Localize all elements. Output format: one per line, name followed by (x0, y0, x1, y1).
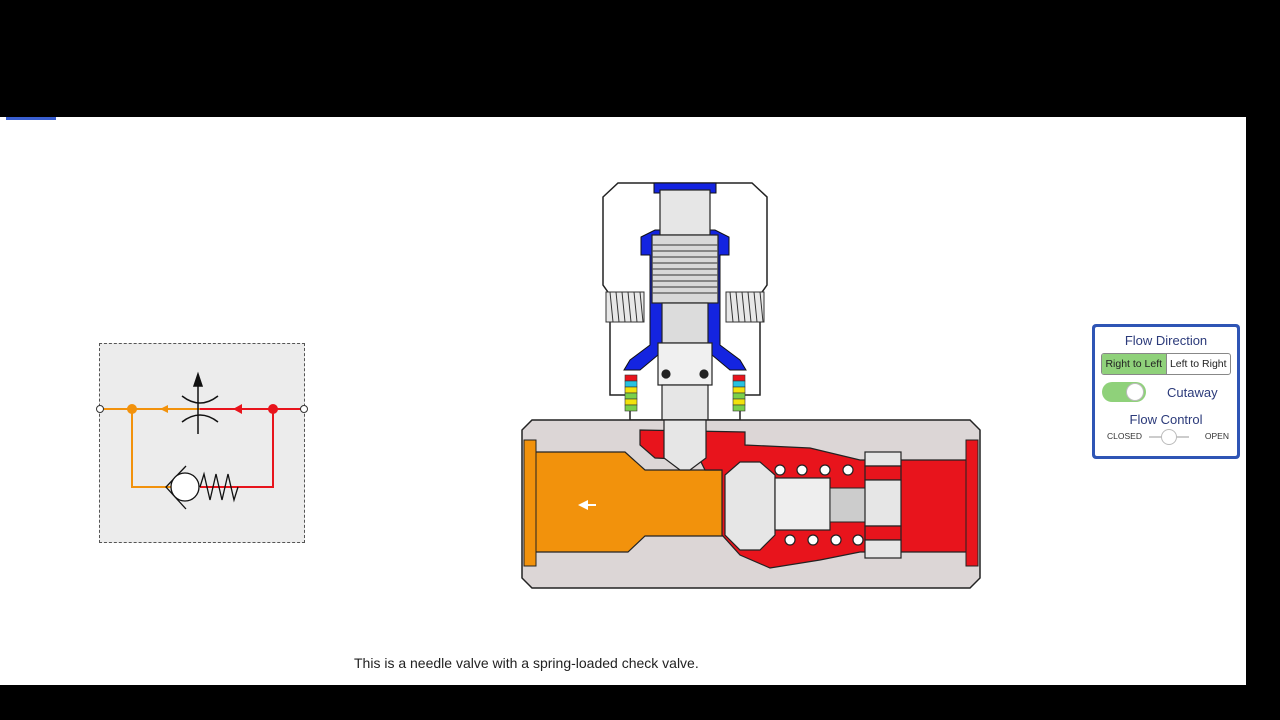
restrictor-symbol (181, 371, 219, 434)
needle-tip (663, 419, 707, 471)
flow-control-title: Flow Control (1129, 412, 1203, 427)
nut-threads (605, 291, 765, 323)
needle-stem (651, 189, 719, 421)
right-port-red (965, 439, 979, 567)
cutaway-label: Cutaway (1167, 385, 1218, 400)
left-to-right-button[interactable]: Left to Right (1165, 354, 1231, 374)
valve-cutaway (521, 182, 981, 589)
check-valve-symbol (165, 465, 239, 510)
cutaway-switch[interactable] (1102, 382, 1146, 402)
packing-rings (624, 374, 746, 412)
spring-guide (829, 487, 867, 523)
flow-direction-toggle: Right to Left Left to Right (1101, 353, 1231, 375)
spring-retainer (864, 451, 902, 559)
slider-max-label: OPEN (1204, 431, 1229, 441)
flow-direction-title: Flow Direction (1124, 333, 1208, 348)
check-poppet (724, 461, 776, 551)
check-spring (774, 464, 864, 546)
left-port-orange (523, 439, 537, 567)
cutaway-switch-knob (1126, 383, 1144, 401)
poppet-stem (774, 477, 831, 531)
tab-indicator (6, 117, 56, 120)
right-to-left-button[interactable]: Right to Left (1102, 354, 1166, 374)
slider-min-label: CLOSED (1107, 431, 1142, 441)
slider-thumb[interactable] (1161, 429, 1177, 445)
flow-control-slider[interactable]: CLOSED OPEN (1103, 429, 1231, 445)
schematic-symbol (96, 343, 308, 543)
description-caption: This is a needle valve with a spring-loa… (354, 655, 699, 671)
flow-arrow (578, 500, 588, 510)
low-pressure-line (100, 404, 200, 488)
control-panel: Flow Direction Right to Left Left to Rig… (1092, 324, 1240, 459)
port-right (300, 405, 308, 413)
control-panel-inner: Flow Direction Right to Left Left to Rig… (1095, 327, 1237, 456)
port-left (96, 405, 104, 413)
